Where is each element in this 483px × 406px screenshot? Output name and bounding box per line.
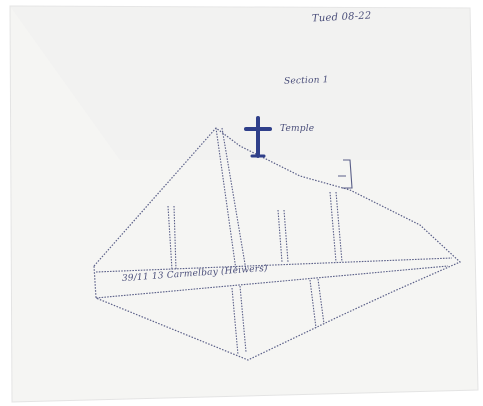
section-label: Section 1: [284, 75, 329, 87]
temple-label: Temple: [280, 124, 314, 134]
cross-icon: [240, 116, 276, 160]
